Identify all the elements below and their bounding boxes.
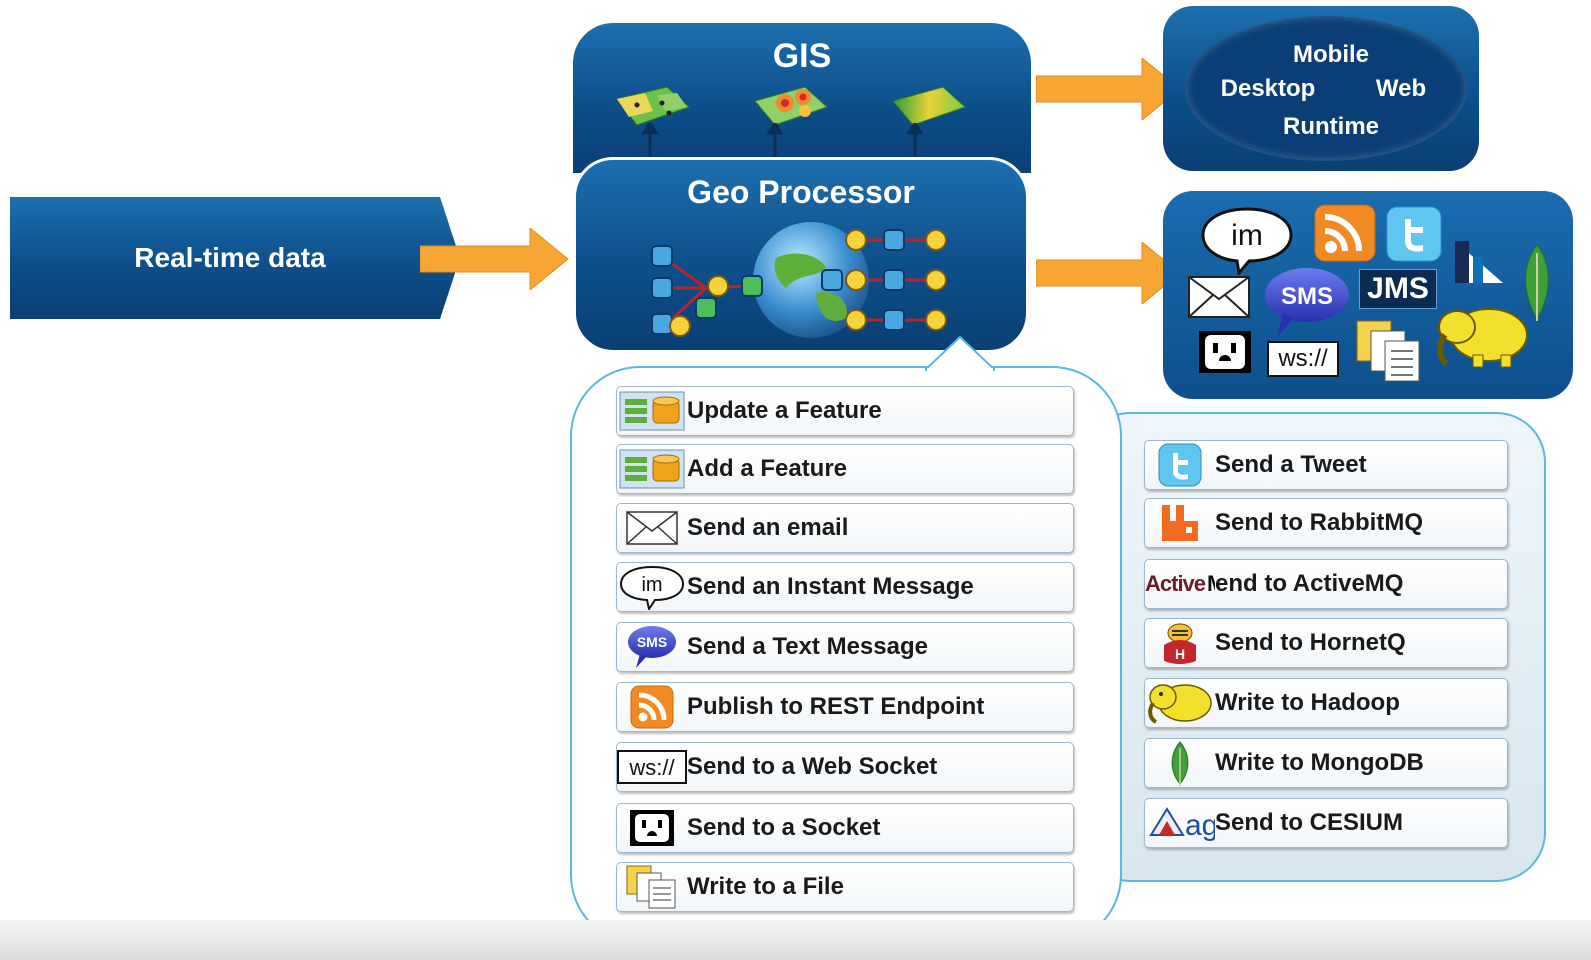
twitter-icon [1386,206,1442,262]
map-layer-icon [616,86,690,126]
geoprocessor-box: Geo Processor [573,157,1029,353]
left-action-label: Send an email [687,514,849,541]
right-action-7[interactable]: agiSend to CESIUM [1144,798,1508,848]
arrow-to-clients [1036,58,1181,120]
left-action-7[interactable]: ws:// Send to a Web Socket [616,742,1074,792]
sms-bubble-icon: SMS [1265,268,1349,337]
clients-box: Mobile Desktop Web Runtime [1163,6,1479,171]
hotspot-layer-icon [754,86,828,126]
mongodb-leaf-icon [1145,741,1215,786]
right-action-6[interactable]: Write to MongoDB [1144,738,1508,788]
rabbitmq-icon [1145,501,1215,545]
svg-text:ws://: ws:// [628,755,675,780]
panel-pointer [925,335,995,371]
right-action-label: Send a Tweet [1215,451,1367,478]
svg-text:SMS: SMS [1281,283,1333,310]
im-bubble-icon: im [617,565,687,610]
rss-icon [617,685,687,729]
socket-outlet-icon [617,806,687,850]
rss-icon [1314,204,1376,262]
right-action-label: Send to RabbitMQ [1215,509,1423,536]
left-action-3[interactable]: Send an email [616,503,1074,553]
left-action-9[interactable]: Write to a File [616,862,1074,912]
gis-title: GIS [772,37,832,75]
clients-ellipse [1185,16,1467,161]
left-action-label: Send an Instant Message [687,573,974,600]
left-action-label: Publish to REST Endpoint [687,693,985,720]
twitter-icon [1145,443,1215,487]
svg-text:H: H [1175,646,1185,662]
activemq-logo-icon: ActiveMQ [1145,562,1215,606]
svg-text:SMS: SMS [637,634,667,650]
svg-text:im: im [1231,219,1263,252]
websocket-badge: ws:// [1267,341,1339,377]
client-desktop: Desktop [1220,75,1316,102]
svg-text:Active: Active [1145,571,1206,596]
floor-gradient [0,920,1591,960]
left-action-8[interactable]: Send to a Socket [616,803,1074,853]
right-action-2[interactable]: Send to RabbitMQ [1144,498,1508,548]
left-action-label: Update a Feature [687,397,882,424]
client-runtime: Runtime [1283,113,1379,140]
client-mobile: Mobile [1293,41,1369,68]
rabbit-stack-icon [1455,241,1503,283]
arrow-to-connectors [1036,242,1181,304]
files-icon [1356,320,1420,382]
realtime-data-label: Real-time data [134,242,326,273]
envelope-icon [617,506,687,550]
right-action-label: Write to MongoDB [1215,749,1424,776]
client-web: Web [1375,75,1427,102]
envelope-icon [1188,276,1250,318]
left-action-4[interactable]: im Send an Instant Message [616,562,1074,612]
left-action-label: Send to a Socket [687,814,881,841]
geoprocessing-network-icon [651,222,947,338]
right-action-3[interactable]: ActiveMQend to ActiveMQ [1144,559,1508,609]
connectors-box: im SMS JMS ws:// [1163,191,1573,399]
agi-logo-icon: agi [1145,801,1215,845]
right-action-1[interactable]: Send a Tweet [1144,440,1508,490]
left-action-6[interactable]: Publish to REST Endpoint [616,682,1074,732]
hornetq-icon: H [1145,621,1215,665]
im-bubble-icon: im [1201,207,1293,275]
hadoop-elephant-icon [1437,308,1528,368]
left-action-label: Write to a File [687,873,844,900]
geoprocessor-title: Geo Processor [687,174,915,210]
right-action-label: Send to HornetQ [1215,629,1406,656]
left-action-label: Add a Feature [687,455,848,482]
hadoop-elephant-icon [1145,681,1215,725]
websocket-icon: ws:// [617,745,687,789]
right-action-label: end to ActiveMQ [1215,570,1404,597]
realtime-data-box: Real-time data [10,197,460,319]
sms-bubble-icon: SMS [617,625,687,669]
left-action-label: Send to a Web Socket [687,753,938,780]
mongodb-leaf-icon [1525,244,1549,321]
left-action-2[interactable]: Add a Feature [616,444,1074,494]
right-action-label: Write to Hadoop [1215,689,1400,716]
raster-layer-icon [892,86,966,126]
jms-badge: JMS [1359,269,1437,309]
left-action-5[interactable]: SMS Send a Text Message [616,622,1074,672]
right-action-5[interactable]: Write to Hadoop [1144,678,1508,728]
gis-box: GIS [573,23,1031,173]
left-action-label: Send a Text Message [687,633,928,660]
svg-text:MQ: MQ [1207,571,1215,596]
feature-db-icon [617,389,687,433]
svg-text:agi: agi [1185,809,1215,842]
feature-db-icon [617,447,687,491]
right-action-4[interactable]: H Send to HornetQ [1144,618,1508,668]
socket-outlet-icon [1199,331,1251,373]
left-action-1[interactable]: Update a Feature [616,386,1074,436]
svg-text:im: im [641,574,662,596]
files-icon [617,865,687,909]
right-action-label: Send to CESIUM [1215,809,1404,836]
arrow-to-geoprocessor [420,228,569,290]
